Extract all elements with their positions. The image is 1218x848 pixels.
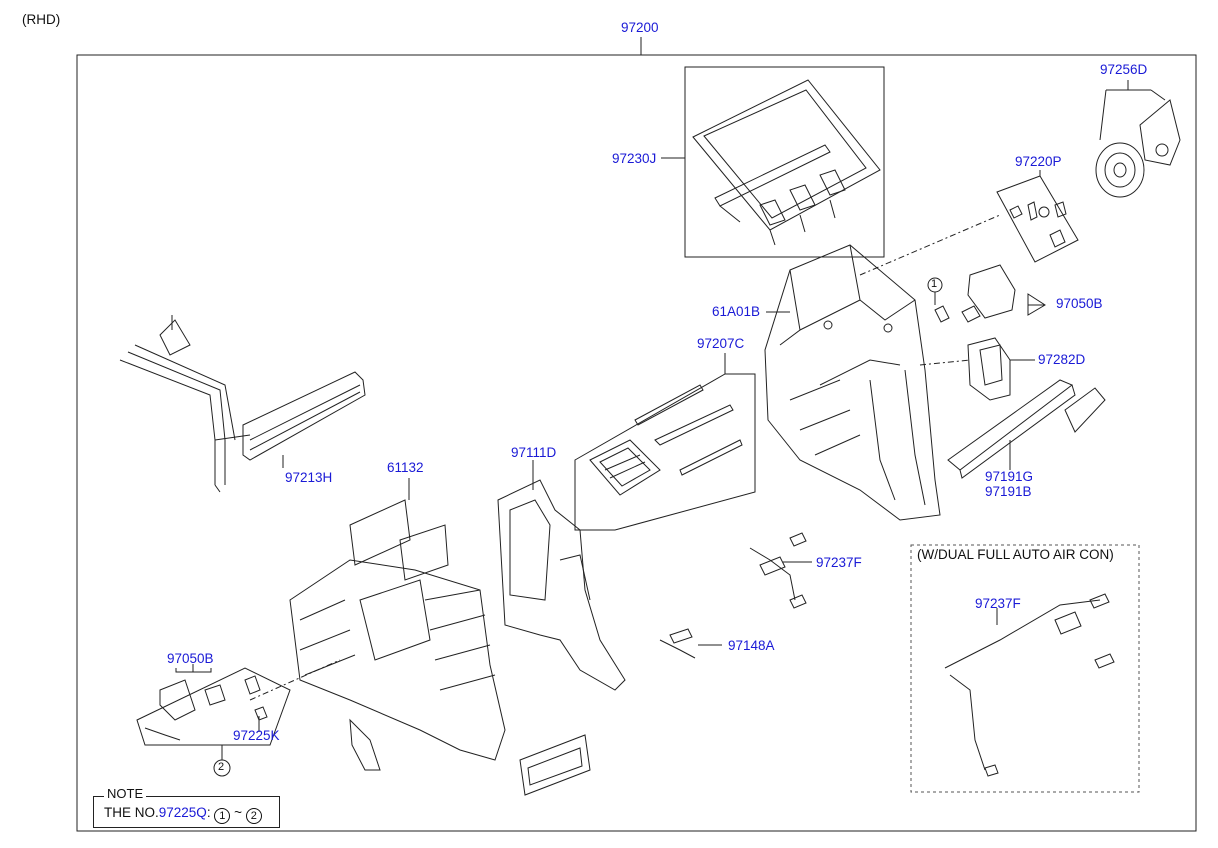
dual-aircon-box [910, 544, 1140, 793]
callout-1: 1 [931, 278, 938, 290]
part-97200-label[interactable]: 97200 [621, 20, 659, 35]
part-61132-label[interactable]: 61132 [387, 460, 424, 475]
part-97148A-label[interactable]: 97148A [728, 638, 775, 653]
note-box [93, 796, 280, 828]
part-97191G-label[interactable]: 97191G [985, 469, 1034, 484]
fasteners-box [996, 175, 1079, 263]
sensor-part [659, 628, 696, 659]
blower-motor-part [1095, 99, 1181, 198]
note-title: NOTE [104, 786, 147, 801]
part-97237F-dual-label[interactable]: 97237F [975, 596, 1021, 611]
dual-aircon-title: (W/DUAL FULL AUTO AIR CON) [915, 547, 1116, 562]
part-97282D-label[interactable]: 97282D [1038, 352, 1086, 367]
part-97111D-label[interactable]: 97111D [511, 445, 557, 460]
note-circle-to: 2 [245, 808, 262, 824]
note-circle-from: 1 [214, 808, 231, 824]
note-sep: : [206, 805, 211, 820]
actuator-group-box [136, 667, 291, 746]
note-text: THE NO.97225Q: 1 ~ 2 [104, 805, 262, 824]
door-linkage-part [589, 384, 743, 496]
part-97213H-label[interactable]: 97213H [285, 470, 333, 485]
note-prefix: THE NO. [104, 805, 159, 820]
wire-harness-part [749, 532, 807, 609]
fasteners-part [1009, 201, 1067, 248]
part-97237F-label[interactable]: 97237F [816, 555, 862, 570]
case-lower-part [289, 499, 591, 796]
mode-actuator-part [934, 264, 1016, 323]
filter-cover-part [692, 79, 881, 246]
part-97050B-top-label[interactable]: 97050B [1056, 296, 1103, 311]
part-97225K-label[interactable]: 97225K [233, 728, 280, 743]
part-97230J-label[interactable]: 97230J [612, 151, 657, 166]
heater-case-part [764, 244, 941, 521]
part-97050B-left-label[interactable]: 97050B [167, 651, 214, 666]
part-97220P-label[interactable]: 97220P [1015, 154, 1062, 169]
temp-actuator-part [144, 675, 268, 741]
part-61A01B-label[interactable]: 61A01B [712, 304, 761, 319]
filter-cover-box [684, 66, 885, 258]
side-panel-part [497, 479, 626, 691]
dual-harness-part [944, 593, 1115, 777]
note-part-97225Q[interactable]: 97225Q [158, 805, 207, 820]
heater-core-part [119, 315, 366, 493]
part-97207C-label[interactable]: 97207C [697, 336, 745, 351]
main-frame [76, 54, 1197, 832]
part-97256D-label[interactable]: 97256D [1100, 62, 1148, 77]
part-97191B-label[interactable]: 97191B [985, 484, 1032, 499]
callout-2: 2 [218, 761, 225, 773]
note-tilde: ~ [234, 805, 242, 820]
air-filter-part [947, 379, 1106, 479]
variant-label: (RHD) [22, 12, 61, 27]
blower-housing-part [967, 337, 1011, 401]
